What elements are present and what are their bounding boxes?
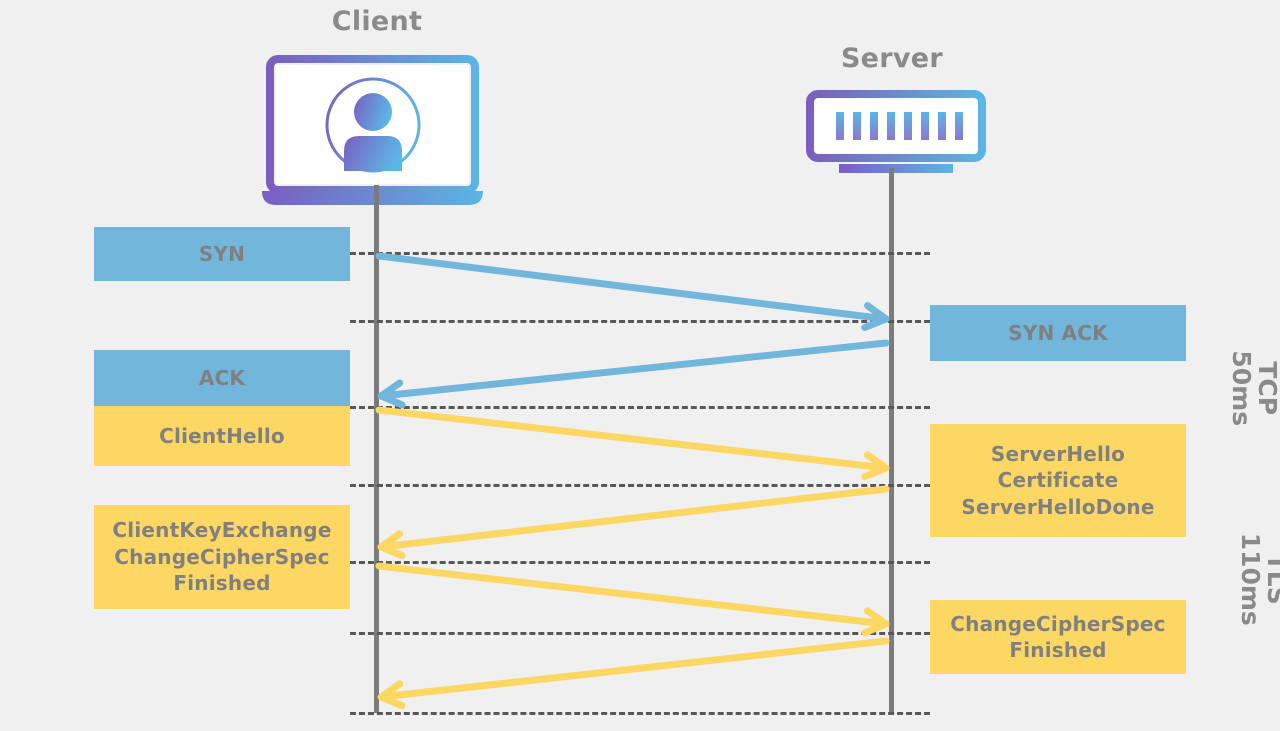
arrow-syn-ack-shaft	[388, 339, 890, 399]
client-message-label-syn: SYN	[100, 241, 344, 267]
arrow-client-key-exchange	[375, 562, 890, 637]
phase-label-line: TLS	[1261, 554, 1280, 606]
message-text-line: ServerHelloDone	[961, 494, 1155, 519]
dash-separator-5	[350, 632, 930, 635]
dash-separator-3	[350, 484, 930, 487]
arrow-server-hello-head	[377, 530, 406, 560]
arrow-client-hello-head	[861, 451, 890, 481]
arrow-client-hello-shaft	[375, 406, 879, 471]
server-message-syn-ack[interactable]: SYN ACK	[930, 305, 1186, 361]
message-text-line: SYN ACK	[1008, 320, 1108, 345]
message-text-line: ACK	[198, 365, 246, 390]
message-text-line: ServerHello	[990, 441, 1126, 466]
server-lifeline	[889, 168, 894, 713]
server-rack-icon	[806, 90, 986, 180]
dash-separator-4	[350, 561, 930, 564]
client-title: Client	[331, 6, 423, 37]
arrow-server-hello	[377, 485, 890, 560]
client-message-ack[interactable]: ACK	[94, 350, 350, 406]
arrow-syn	[375, 252, 890, 331]
dash-separator-2	[350, 406, 930, 409]
message-text-line: ClientKeyExchange	[112, 518, 332, 543]
arrow-client-hello	[375, 406, 890, 481]
client-message-client-hello[interactable]: ClientHello	[94, 406, 350, 466]
client-message-label-client-hello: ClientHello	[100, 423, 344, 449]
arrow-syn-shaft	[375, 252, 879, 322]
message-text-line: Finished	[1009, 638, 1107, 662]
dash-separator-6	[350, 712, 930, 715]
server-message-label-syn-ack: SYN ACK	[936, 320, 1180, 346]
arrow-client-key-exchange-shaft	[375, 562, 879, 627]
message-text-line: ChangeCipherSpec	[114, 544, 330, 569]
dash-separator-1	[350, 320, 930, 323]
arrow-change-cipher-spec-head	[377, 680, 406, 710]
message-text-line: ChangeCipherSpec	[950, 611, 1166, 636]
message-text-line: SYN	[198, 241, 246, 266]
arrow-server-hello-shaft	[388, 485, 890, 550]
phase-label-line: 50ms	[1226, 350, 1256, 427]
client-message-label-ack: ACK	[100, 365, 344, 391]
phase-label-line: 110ms	[1235, 533, 1265, 627]
arrow-client-key-exchange-head	[861, 607, 890, 637]
arrow-syn-head	[861, 302, 890, 331]
message-text-line: Finished	[173, 571, 271, 596]
client-laptop-icon	[262, 55, 492, 205]
arrow-change-cipher-spec	[377, 637, 890, 710]
dash-separator-0	[350, 252, 930, 255]
message-text-line: Certificate	[997, 468, 1119, 493]
phase-label-line: TCP	[1252, 361, 1280, 416]
arrow-syn-ack-head	[377, 379, 406, 409]
server-title: Server	[840, 43, 944, 74]
arrow-change-cipher-spec-shaft	[388, 637, 890, 700]
message-text-line: ClientHello	[159, 423, 285, 448]
client-message-syn[interactable]: SYN	[94, 227, 350, 281]
arrow-syn-ack	[377, 339, 890, 409]
